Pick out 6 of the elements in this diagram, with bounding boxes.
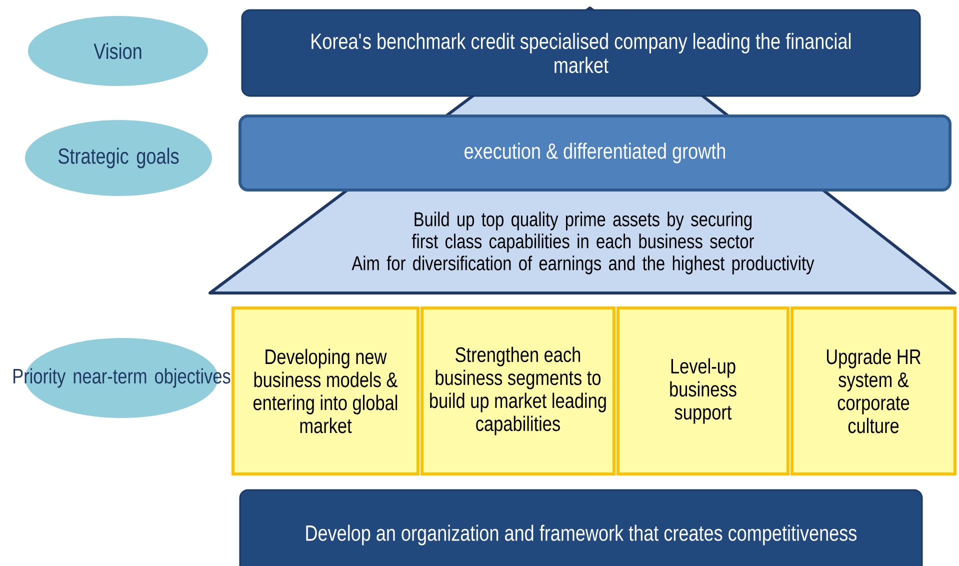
objective-box: Developing new business models & entering into global market bbox=[232, 306, 420, 476]
banner-box: Develop an organization and framework that creates competitiveness bbox=[239, 489, 923, 566]
objective-box: Level-up business support bbox=[616, 306, 790, 476]
objective-box: Upgrade HR system & corporate culture bbox=[790, 306, 956, 476]
objective-box: Strengthen each business segments to build up market leading capabilities bbox=[420, 306, 616, 476]
goal-box: execution & differentiated growth bbox=[238, 114, 952, 192]
